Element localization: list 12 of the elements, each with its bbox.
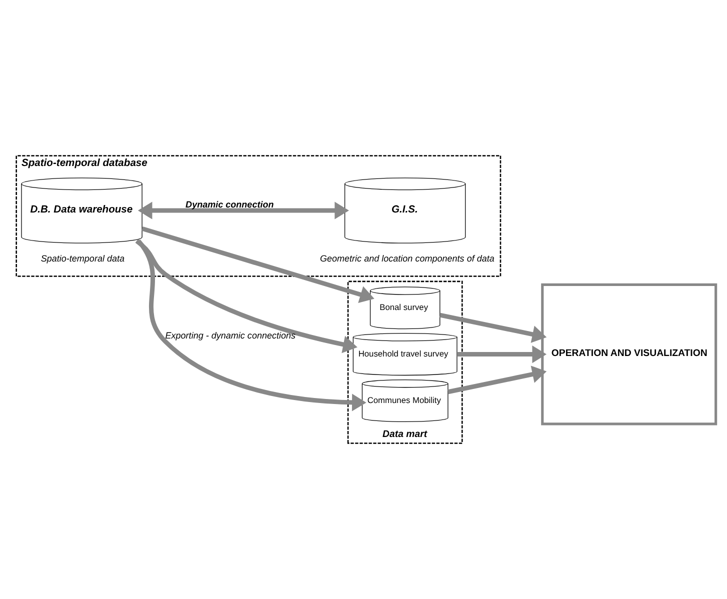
arrow (136, 239, 366, 412)
arrow (138, 202, 349, 220)
node-label: Spatio-temporal data (40, 253, 125, 264)
arrow (142, 226, 374, 304)
arrow (135, 239, 358, 354)
edge-label: Exporting - dynamic connections (165, 330, 296, 340)
arrow (448, 366, 547, 394)
arrow (440, 312, 547, 343)
arrow (457, 346, 547, 364)
edge-label: Dynamic connection (186, 199, 274, 210)
node-box: OPERATION AND VISUALIZATION (541, 283, 718, 426)
node-label: Geometric and location components of data (320, 253, 494, 264)
